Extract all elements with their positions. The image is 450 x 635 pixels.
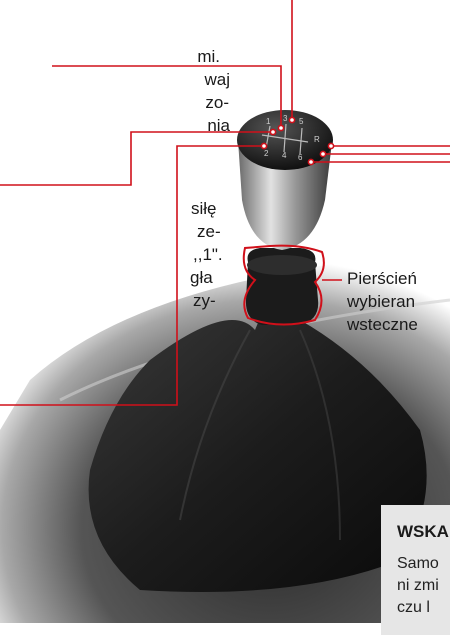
- note-line: Samo: [397, 553, 439, 575]
- callout-line-gear1: [0, 132, 271, 185]
- note-title: WSKA: [397, 521, 449, 543]
- left-text-line: gła: [190, 267, 213, 289]
- gear-number-4: 4: [282, 151, 287, 160]
- left-text-line: zy-: [193, 290, 216, 312]
- left-text-line: siłę: [191, 198, 217, 220]
- right-label-line: wybieran: [347, 291, 415, 313]
- gear-number-3: 3: [283, 114, 288, 123]
- left-text-line: nia: [150, 115, 230, 137]
- left-text-block-1d: nia: [150, 71, 230, 159]
- gear-number-2: 2: [264, 149, 269, 158]
- left-text-line: ze-: [197, 221, 221, 243]
- note-line: czu l: [397, 597, 430, 619]
- left-text-line: ,,1".: [193, 244, 223, 266]
- right-label-line: wsteczne: [347, 314, 418, 336]
- gear-number-r: R: [314, 135, 320, 144]
- gear-number-1: 1: [266, 117, 271, 126]
- gear-number-5: 5: [299, 117, 304, 126]
- gear-number-6: 6: [298, 153, 303, 162]
- right-label-line: Pierścień: [347, 268, 417, 290]
- note-line: ni zmi: [397, 575, 439, 597]
